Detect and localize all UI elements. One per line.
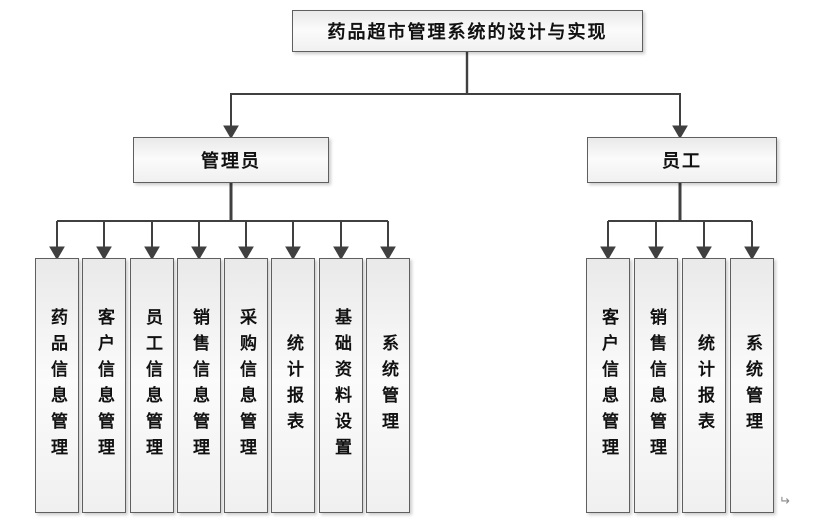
leaf-node-purchase-info-mgmt: 采购信息管理: [224, 258, 268, 513]
leaf-node-staff-stats-report: 统计报表: [682, 258, 726, 513]
leaf-node-customer-info-mgmt: 客户信息管理: [82, 258, 126, 513]
leaf-node-employee-info-mgmt: 员工信息管理: [130, 258, 174, 513]
leaf-node-sales-info-mgmt: 销售信息管理: [177, 258, 221, 513]
branch-node-staff: 员工: [587, 137, 777, 183]
leaf-node-staff-customer-info-mgmt: 客户信息管理: [586, 258, 630, 513]
root-connector: [223, 52, 688, 139]
staff-connector: [600, 183, 760, 260]
branch-node-admin: 管理员: [133, 137, 329, 183]
root-node-title: 药品超市管理系统的设计与实现: [292, 10, 643, 52]
leaf-node-staff-system-mgmt: 系统管理: [730, 258, 774, 513]
leaf-node-basic-data-settings: 基础资料设置: [319, 258, 363, 513]
admin-connector: [49, 183, 396, 260]
leaf-node-drug-info-mgmt: 药品信息管理: [35, 258, 79, 513]
leaf-node-stats-report: 统计报表: [271, 258, 315, 513]
leaf-node-staff-sales-info-mgmt: 销售信息管理: [634, 258, 678, 513]
leaf-node-system-mgmt: 系统管理: [366, 258, 410, 513]
paragraph-mark: ↵: [779, 494, 790, 509]
